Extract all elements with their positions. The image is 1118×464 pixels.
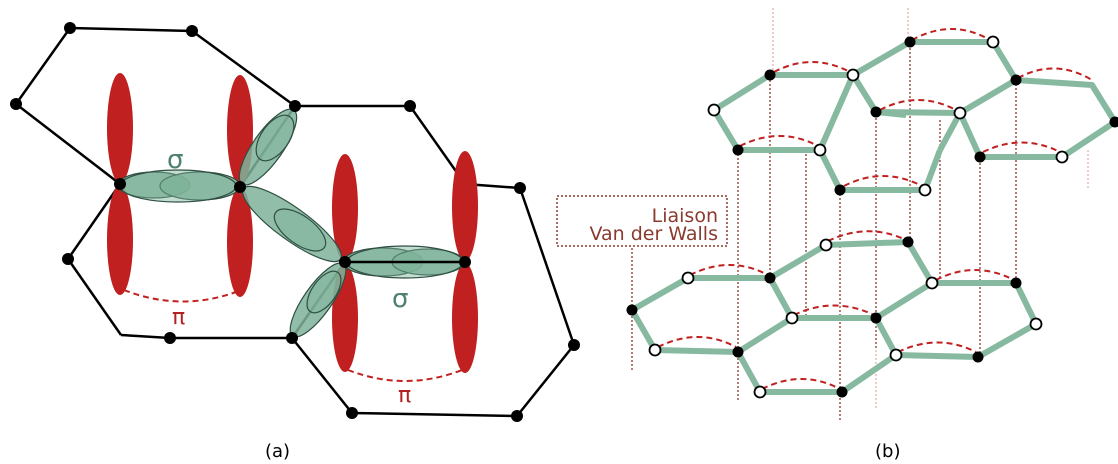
sigma-label: σ [392,284,408,314]
sigma-lobe [306,270,342,314]
graphene-layer-lower [629,239,1039,395]
pi-arcs [123,289,463,382]
vdw-label-line1: Liaison [652,205,718,227]
pi-lobe [452,263,478,373]
pi-label: π [398,383,411,408]
pi-lobe [227,187,253,297]
atoms-b-filled [626,36,1118,398]
vdw-lines-faint [772,8,1089,410]
panel-b: Liaison Van der Walls (b) [556,8,1118,462]
pi-lobe [452,151,478,261]
panel-a: σ σ π π (a) [10,22,580,462]
pi-lobe [332,154,358,262]
pi-arc [123,289,237,303]
caption-b: (b) [875,441,900,462]
vdw-label: Liaison Van der Walls [556,195,728,247]
sigma-lobe [255,114,295,162]
vdw-label-line2: Van der Walls [589,223,718,245]
caption-a: (a) [265,441,290,462]
pi-lobe [107,73,133,183]
sigma-orbitals [117,108,465,338]
pi-arcs-b [657,28,1093,390]
pi-arc [347,369,463,382]
graphene-layer-upper [711,39,1118,193]
pi-lobe [107,185,133,295]
pi-label: π [172,305,185,330]
hexagon-mid [295,104,521,190]
sigma-lobe [273,208,327,252]
sigma-label: σ [167,145,183,175]
atoms-b-open [648,35,1069,399]
atoms-a [10,22,580,422]
